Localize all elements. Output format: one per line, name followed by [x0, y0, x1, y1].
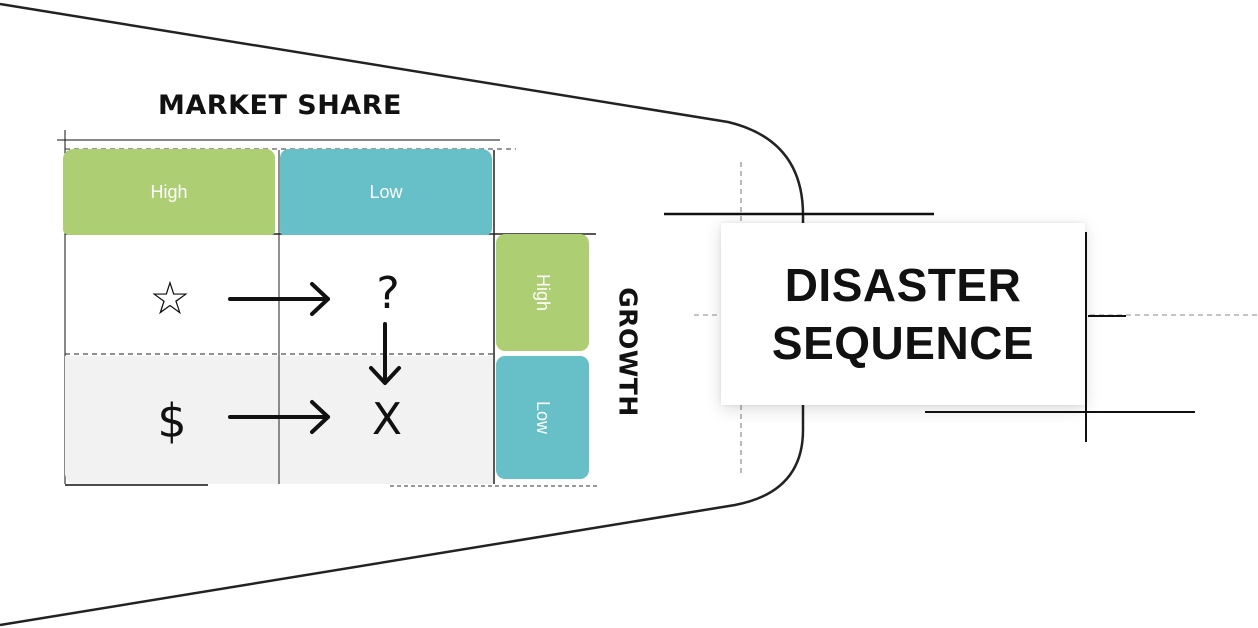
growth-title: GROWTH: [613, 287, 643, 417]
market-share-low-header: Low: [280, 149, 492, 235]
growth-low-label: Low: [533, 400, 553, 435]
callout-line-1: DISASTER: [784, 259, 1022, 311]
market-share-low-label: Low: [369, 181, 403, 202]
market-share-title: MARKET SHARE: [158, 90, 402, 121]
growth-low-header: Low: [496, 356, 589, 479]
question-mark-icon: ?: [376, 268, 400, 319]
dollar-icon: $: [157, 394, 187, 448]
market-share-high-header: High: [63, 149, 275, 235]
arrow-star-to-question: [228, 282, 330, 316]
growth-high-label: High: [533, 273, 553, 312]
x-mark-icon: X: [371, 394, 403, 445]
callout-line-2: SEQUENCE: [771, 317, 1035, 369]
market-share-high-label: High: [150, 181, 188, 202]
growth-high-header: High: [496, 234, 589, 351]
arrow-dollar-to-dog: [228, 400, 330, 434]
disaster-sequence-callout: DISASTER SEQUENCE: [721, 223, 1085, 405]
star-icon: ☆: [149, 271, 191, 325]
arrow-question-to-dog: [369, 322, 401, 385]
